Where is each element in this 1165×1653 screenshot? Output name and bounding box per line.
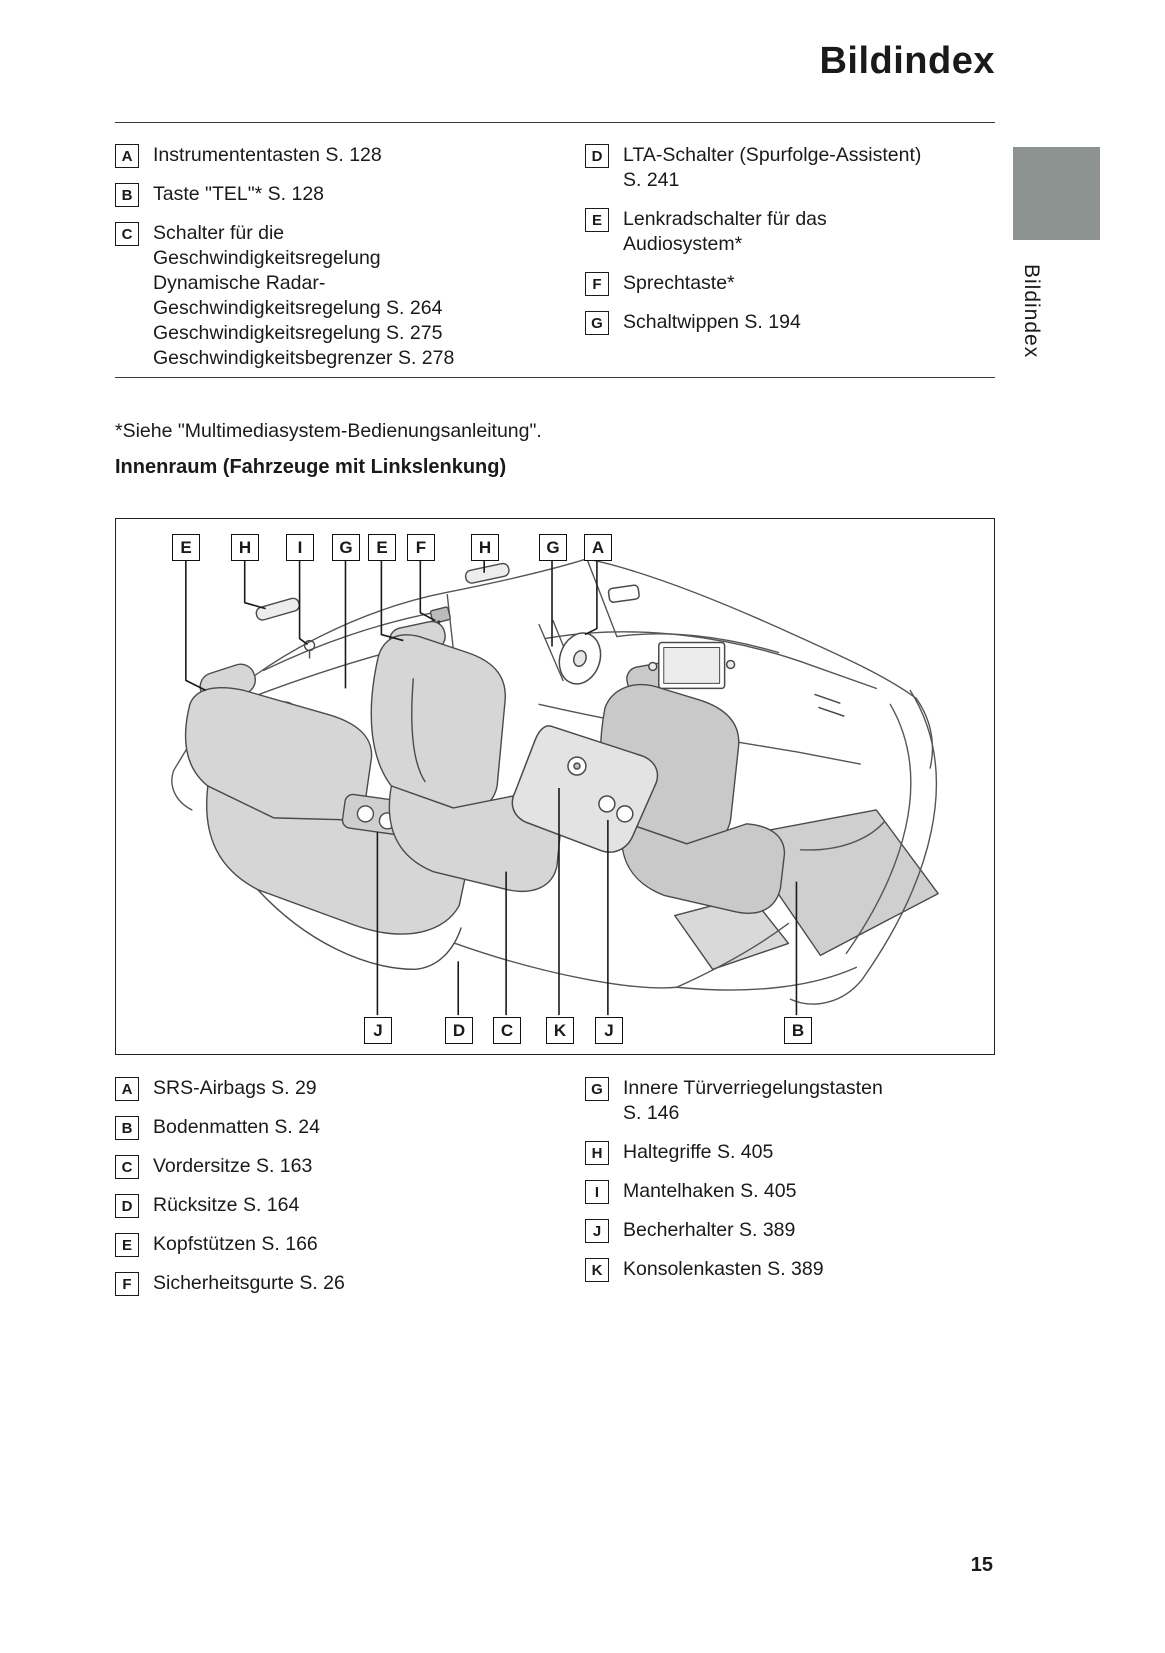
divider-top xyxy=(115,122,995,123)
diagram-label: K xyxy=(546,1017,574,1044)
item-text: SRS-Airbags S. 29 xyxy=(153,1077,317,1099)
item-text: Schalter für die Geschwindigkeitsregelun… xyxy=(153,222,455,369)
list-item: G Schaltwippen S. 194 xyxy=(585,310,995,335)
item-text: Bodenmatten S. 24 xyxy=(153,1116,320,1138)
item-badge: D xyxy=(585,144,609,168)
diagram-label: H xyxy=(471,534,499,561)
diagram-label: C xyxy=(493,1017,521,1044)
list-item: I Mantelhaken S. 405 xyxy=(585,1179,995,1204)
item-text: Kopfstützen S. 166 xyxy=(153,1233,318,1255)
list-item: K Konsolenkasten S. 389 xyxy=(585,1257,995,1282)
item-badge: B xyxy=(115,183,139,207)
diagram-label: J xyxy=(595,1017,623,1044)
list-item: A Instrumententasten S. 128 xyxy=(115,143,565,168)
item-text: Mantelhaken S. 405 xyxy=(623,1180,797,1202)
diagram-label: F xyxy=(407,534,435,561)
bottom-legend-left-column: A SRS-Airbags S. 29 B Bodenmatten S. 24 … xyxy=(115,1076,565,1310)
item-badge: G xyxy=(585,1077,609,1101)
divider-bottom xyxy=(115,377,995,378)
diagram-label: B xyxy=(784,1017,812,1044)
list-item: F Sprechtaste* xyxy=(585,271,995,296)
footnote: *Siehe "Multimediasystem-Bedienungsanlei… xyxy=(115,420,542,442)
item-badge: D xyxy=(115,1194,139,1218)
item-text: Instrumententasten S. 128 xyxy=(153,144,382,166)
diagram-label: D xyxy=(445,1017,473,1044)
page-number: 15 xyxy=(970,1554,993,1576)
item-badge: K xyxy=(585,1258,609,1282)
diagram-label: E xyxy=(172,534,200,561)
diagram-label: G xyxy=(539,534,567,561)
item-text: Haltegriffe S. 405 xyxy=(623,1141,774,1163)
list-item: J Becherhalter S. 389 xyxy=(585,1218,995,1243)
list-item: G Innere Türverriegelungstasten S. 146 xyxy=(585,1076,995,1126)
list-item: B Taste "TEL"* S. 128 xyxy=(115,182,565,207)
list-item: E Lenkradschalter für das Audiosystem* xyxy=(585,207,995,257)
item-text: Innere Türverriegelungstasten S. 146 xyxy=(623,1077,883,1124)
diagram-label: A xyxy=(584,534,612,561)
item-badge: A xyxy=(115,144,139,168)
item-badge: I xyxy=(585,1180,609,1204)
item-badge: G xyxy=(585,311,609,335)
diagram-label: H xyxy=(231,534,259,561)
item-text: Schaltwippen S. 194 xyxy=(623,311,801,333)
item-badge: A xyxy=(115,1077,139,1101)
item-badge: C xyxy=(115,222,139,246)
top-legend-left-column: A Instrumententasten S. 128 B Taste "TEL… xyxy=(115,143,565,385)
item-badge: H xyxy=(585,1141,609,1165)
item-text: Rücksitze S. 164 xyxy=(153,1194,300,1216)
item-badge: C xyxy=(115,1155,139,1179)
bottom-legend-right-column: G Innere Türverriegelungstasten S. 146 H… xyxy=(585,1076,995,1296)
list-item: H Haltegriffe S. 405 xyxy=(585,1140,995,1165)
list-item: D LTA-Schalter (Spurfolge-Assistent) S. … xyxy=(585,143,995,193)
car-interior-illustration xyxy=(171,558,939,1016)
chapter-tab-marker xyxy=(1013,147,1100,240)
item-text: Konsolenkasten S. 389 xyxy=(623,1258,824,1280)
item-text: Sprechtaste* xyxy=(623,272,735,294)
top-legend-right-column: D LTA-Schalter (Spurfolge-Assistent) S. … xyxy=(585,143,995,349)
item-text: Becherhalter S. 389 xyxy=(623,1219,796,1241)
section-heading: Innenraum (Fahrzeuge mit Linkslenkung) xyxy=(115,456,507,478)
item-text: Lenkradschalter für das Audiosystem* xyxy=(623,208,827,255)
list-item: F Sicherheitsgurte S. 26 xyxy=(115,1271,565,1296)
list-item: D Rücksitze S. 164 xyxy=(115,1193,565,1218)
list-item: C Schalter für die Geschwindigkeitsregel… xyxy=(115,221,565,371)
diagram-label: I xyxy=(286,534,314,561)
item-text: LTA-Schalter (Spurfolge-Assistent) S. 24… xyxy=(623,144,922,191)
item-text: Sicherheitsgurte S. 26 xyxy=(153,1272,345,1294)
diagram-label: E xyxy=(368,534,396,561)
item-badge: E xyxy=(585,208,609,232)
side-tab-label: Bildindex xyxy=(1020,264,1043,359)
item-text: Vordersitze S. 163 xyxy=(153,1155,313,1177)
item-badge: E xyxy=(115,1233,139,1257)
item-badge: F xyxy=(585,272,609,296)
item-badge: F xyxy=(115,1272,139,1296)
item-badge: J xyxy=(585,1219,609,1243)
item-text: Taste "TEL"* S. 128 xyxy=(153,183,325,205)
list-item: C Vordersitze S. 163 xyxy=(115,1154,565,1179)
item-badge: B xyxy=(115,1116,139,1140)
diagram-label: J xyxy=(364,1017,392,1044)
page-title: Bildindex xyxy=(819,40,995,82)
list-item: B Bodenmatten S. 24 xyxy=(115,1115,565,1140)
list-item: A SRS-Airbags S. 29 xyxy=(115,1076,565,1101)
interior-diagram: E H I G E F H G A J D C K J B xyxy=(115,518,995,1055)
list-item: E Kopfstützen S. 166 xyxy=(115,1232,565,1257)
diagram-label: G xyxy=(332,534,360,561)
